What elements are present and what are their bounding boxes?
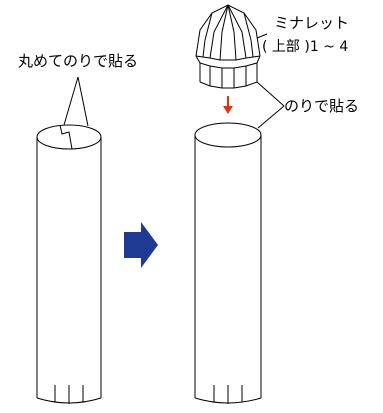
left-glue-pointer xyxy=(63,76,89,127)
left-glue-label: 丸めてのりで貼る xyxy=(18,52,139,70)
minaret-parts-label: ( 上部 )1 ~ 4 xyxy=(262,39,349,55)
minaret-dome-base xyxy=(195,55,261,61)
right-glue-label: のりで貼る xyxy=(284,97,360,115)
left-cylinder xyxy=(36,124,102,404)
right-glue-pointer-2 xyxy=(256,81,285,107)
right-cylinder-top xyxy=(194,122,262,148)
direction-arrow-icon xyxy=(124,222,158,268)
minaret-name-label: ミナレット xyxy=(274,14,350,32)
minaret-dome-outline xyxy=(195,4,261,57)
down-arrow-icon xyxy=(223,96,233,114)
right-cylinder xyxy=(194,122,262,404)
minaret-collar-top xyxy=(199,62,258,69)
minaret-top-piece xyxy=(195,4,261,89)
left-cylinder-seam xyxy=(59,124,73,150)
minaret-collar-bottom xyxy=(199,81,258,89)
right-glue-pointer xyxy=(257,105,285,129)
minaret-pointer xyxy=(256,33,268,39)
left-cylinder-top xyxy=(36,124,102,150)
